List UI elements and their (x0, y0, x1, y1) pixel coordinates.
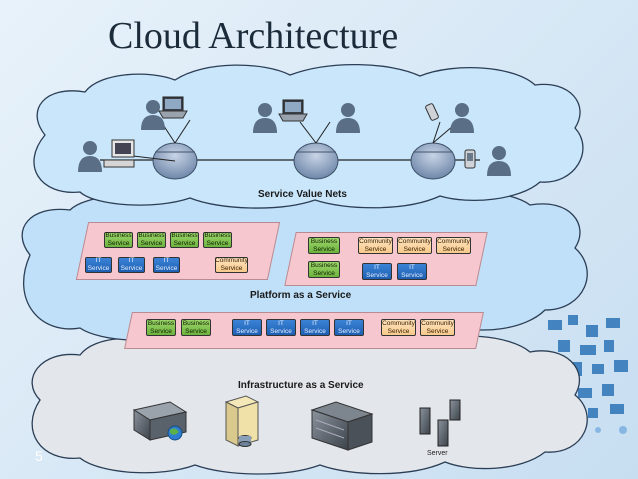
server-icon (419, 399, 461, 447)
community-service-box: Community Service (358, 237, 393, 254)
svn-cloud (33, 63, 584, 209)
business-service-box: Business Service (203, 232, 232, 248)
business-service-box: Business Service (308, 237, 340, 254)
community-service-box: Community Service (436, 237, 471, 254)
user-icon (253, 103, 277, 133)
business-service-box: Business Service (170, 232, 199, 248)
it-service-box: IT Service (362, 263, 392, 280)
business-service-box: Business Service (104, 232, 133, 248)
it-service-box: IT Service (118, 257, 145, 273)
community-service-box: Community Service (420, 319, 455, 336)
business-service-box: Business Service (146, 319, 176, 336)
business-service-box: Business Service (308, 261, 340, 278)
it-service-box: IT Service (334, 319, 364, 336)
mobile-phone-icon (425, 103, 439, 121)
user-icon (78, 141, 102, 172)
community-service-box: Community Service (397, 237, 432, 254)
network-node (293, 142, 339, 180)
server-rack-icon (132, 401, 188, 441)
pda-icon (464, 149, 476, 169)
iaas-cloud (31, 331, 588, 475)
user-icon (450, 103, 474, 133)
user-icon (141, 100, 165, 130)
desktop-computer-icon (103, 139, 135, 168)
database-server-icon (224, 395, 260, 447)
layer-label-paas: Platform as a Service (250, 290, 352, 301)
layer-label-iaas: Infrastructure as a Service (238, 380, 364, 391)
it-service-box: IT Service (232, 319, 262, 336)
network-node (410, 142, 456, 180)
layer-label-svn: Service Value Nets (258, 189, 347, 200)
business-service-box: Business Service (181, 319, 211, 336)
user-icon (336, 103, 360, 133)
it-service-box: IT Service (153, 257, 180, 273)
slide-title: Cloud Architecture (108, 15, 399, 57)
server-caption: Server (427, 450, 448, 457)
community-service-box: Community Service (215, 257, 248, 273)
it-service-box: IT Service (85, 257, 112, 273)
decorative-icon-cluster (546, 315, 628, 439)
laptop-icon (158, 96, 188, 119)
slide-number: 5 (35, 448, 43, 464)
user-icon (487, 146, 511, 176)
it-service-box: IT Service (266, 319, 296, 336)
it-service-box: IT Service (300, 319, 330, 336)
laptop-icon (278, 99, 308, 122)
server-cluster-icon (310, 401, 374, 451)
it-service-box: IT Service (397, 263, 427, 280)
business-service-box: Business Service (137, 232, 166, 248)
community-service-box: Community Service (381, 319, 416, 336)
